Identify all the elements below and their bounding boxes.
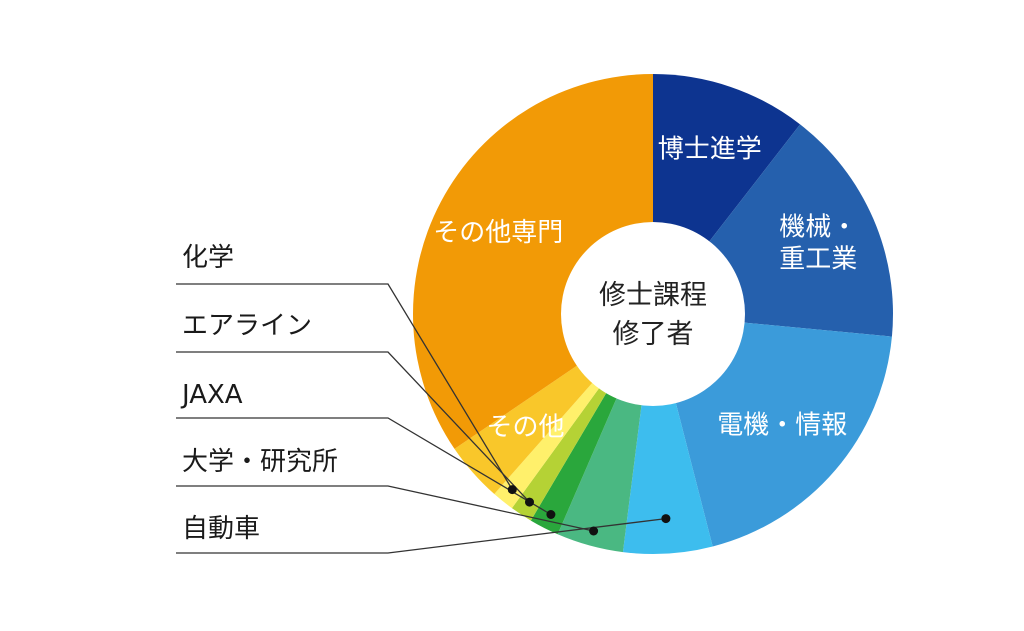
donut-hole	[561, 222, 745, 406]
leader-line-4	[176, 485, 594, 532]
pie-slice-9	[412, 74, 653, 449]
outside-label-7: 化学	[182, 243, 234, 273]
pie-slice-3	[622, 314, 713, 555]
slice-label-2-line-0: 電機・情報	[717, 410, 847, 440]
outside-label-4: 大学・研究所	[182, 447, 338, 477]
center-label-line-1: 修士課程	[599, 280, 707, 311]
leader-dot-5	[546, 510, 556, 519]
leader-dot-7	[507, 485, 517, 495]
leader-dot-4	[589, 526, 599, 536]
outside-label-6: エアライン	[182, 311, 312, 341]
leader-line-5	[176, 417, 552, 516]
leader-dot-3	[661, 514, 671, 524]
slice-label-9-line-0: その他専門	[433, 218, 563, 248]
leader-line-7	[176, 283, 513, 490]
leader-line-3	[176, 517, 666, 554]
outside-label-3: 自動車	[182, 514, 260, 544]
leader-line-6	[176, 351, 530, 503]
center-label-line-2: 修了者	[613, 319, 694, 350]
outside-label-5: JAXA	[180, 380, 243, 410]
slice-label-8-line-0: その他	[486, 412, 564, 442]
leader-dot-6	[525, 497, 534, 507]
slice-label-1-line-0: 機械・	[779, 213, 857, 243]
outside-labels-group: 自動車 大学・研究所 JAXA エアライン 化学	[176, 243, 671, 554]
slice-label-1-line-1: 重工業	[779, 245, 857, 275]
slice-label-0-line-0: 博士進学	[658, 134, 762, 164]
